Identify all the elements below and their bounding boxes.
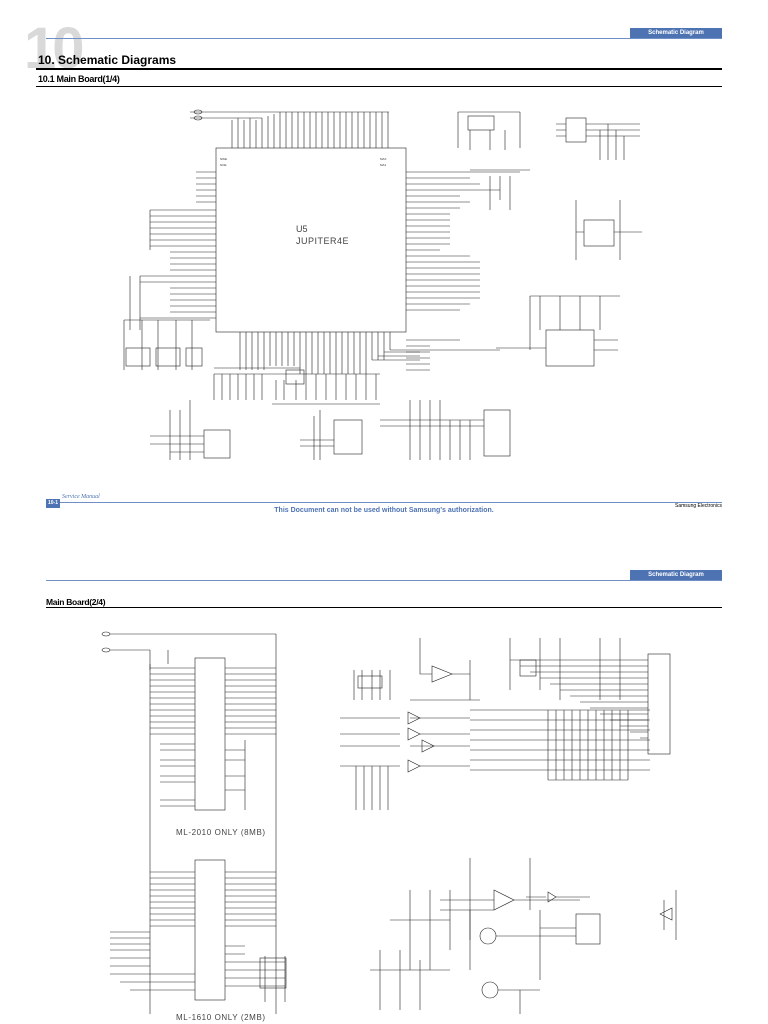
ic-top-pins [190,109,389,148]
page-number-badge: 10-1 [46,499,60,508]
sdram-8mb [194,657,226,811]
chapter-title: 10. Schematic Diagrams [38,53,177,67]
main-ic-ref: U5 [296,224,308,234]
section-tag: Schematic Diagram [630,28,722,38]
transistor-q1 [479,927,497,945]
svg-text:MA1: MA1 [380,163,387,167]
svg-text:NWE: NWE [220,157,227,161]
label-ml2010: ML-2010 ONLY (8MB) [176,828,266,837]
connector-cn2 [333,419,363,455]
usb-ic [545,329,595,367]
footer-rule [46,502,722,503]
connector-cn3 [483,409,511,457]
subsection-rule [36,86,722,87]
section-tag-2: Schematic Diagram [630,570,722,580]
header-rule-2 [46,580,722,581]
header-rule [46,38,722,39]
chapter-number-watermark: 10 [24,16,84,81]
schematic-main-board-1: NWE NOE MAX MA1 U5 JUPITER4E [123,109,642,460]
subsection-rule-2 [46,607,722,608]
authorization-notice: This Document can not be used without Sa… [274,507,494,514]
power-ic [583,219,615,247]
subsection-title-2: Main Board(2/4) [46,597,106,607]
connector-cn12 [575,913,601,945]
svg-text:MAX: MAX [380,157,387,161]
ic-bottom-pins [214,332,500,375]
ic-right-pins [406,171,520,371]
svg-text:NOE: NOE [220,163,227,167]
subsection-title: 10.1 Main Board(1/4) [38,74,120,84]
label-ml1610: ML-1610 ONLY (2MB) [176,1013,266,1022]
connector-cn1 [203,429,231,459]
main-ic-name: JUPITER4E [296,236,349,246]
title-rule [36,68,722,70]
connector-cn11 [647,653,671,755]
company-label: Samsung Electronics [675,503,722,509]
service-manual-label: Service Manual [62,494,100,500]
sdram-2mb [194,859,226,1001]
transistor-q2 [481,981,499,999]
ic-left-pins [140,171,216,319]
schematic-main-board-2: ML-2010 ONLY (8MB) ML-1610 ONLY (2MB) [101,631,677,1022]
reset-ic [565,117,587,143]
osc-ic [467,115,495,131]
